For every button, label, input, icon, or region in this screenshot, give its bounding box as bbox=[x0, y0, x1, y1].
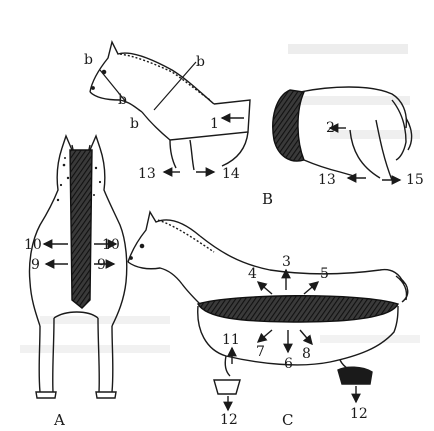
label-b-lower-left: b bbox=[118, 92, 127, 108]
panel-c-front-hoof bbox=[214, 380, 240, 394]
panel-b-forequarter bbox=[90, 42, 250, 172]
label-9-right: 9 bbox=[97, 257, 106, 273]
label-1: 1 bbox=[210, 116, 219, 132]
label-b-lower-mid: b bbox=[130, 116, 139, 132]
panel-a-title: A bbox=[53, 411, 65, 429]
panel-b-front-horse-outline bbox=[90, 42, 250, 170]
panel-b-title: B bbox=[262, 190, 273, 208]
label-5: 5 bbox=[320, 266, 329, 282]
panel-c-horizontal-section bbox=[128, 212, 408, 410]
label-b-upper-right: b bbox=[196, 54, 205, 70]
label-15: 15 bbox=[406, 172, 424, 188]
label-10-right: 10 bbox=[102, 237, 120, 253]
panel-c-title: C bbox=[282, 411, 293, 429]
panel-a-section-cut bbox=[70, 150, 92, 308]
label-13-hind: 13 bbox=[318, 172, 336, 188]
panel-c-front-leg-stub bbox=[225, 356, 230, 376]
label-4: 4 bbox=[248, 266, 257, 282]
label-13-front: 13 bbox=[138, 166, 156, 182]
label-14: 14 bbox=[222, 166, 240, 182]
panel-c-section-cut bbox=[198, 296, 398, 322]
panel-b-section-cut bbox=[273, 90, 304, 161]
label-8: 8 bbox=[302, 346, 311, 362]
label-10-left: 10 bbox=[24, 237, 42, 253]
label-12-hind: 12 bbox=[350, 406, 368, 422]
label-7: 7 bbox=[256, 344, 265, 360]
label-11: 11 bbox=[222, 332, 240, 348]
panel-a-front-view bbox=[29, 136, 126, 398]
label-9-left: 9 bbox=[31, 257, 40, 273]
label-2: 2 bbox=[326, 120, 335, 136]
label-12-front: 12 bbox=[220, 412, 238, 428]
panel-c-hind-hoof bbox=[338, 367, 372, 384]
label-b-upper-left: b bbox=[84, 52, 93, 68]
panel-b-cut-lines bbox=[100, 62, 196, 110]
label-6: 6 bbox=[284, 356, 293, 372]
panel-b-arrows-front bbox=[164, 118, 244, 172]
label-3: 3 bbox=[282, 254, 291, 270]
